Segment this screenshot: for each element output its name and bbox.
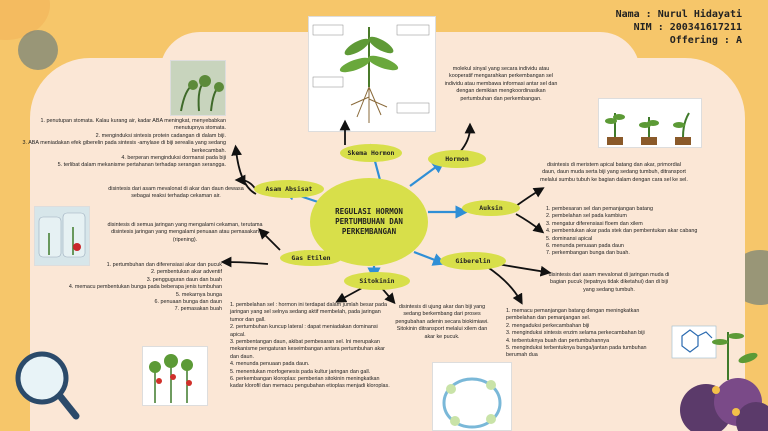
magnifier-icon: [15, 351, 80, 420]
list-item: 7. perkembangan bunga dan buah.: [546, 250, 630, 257]
giberelin-illustration: [668, 312, 768, 382]
giberelin-definition: disintesis dari asam mevalonat di jaring…: [548, 272, 670, 293]
list-item: 3. pengguguran daun dan buah: [146, 276, 222, 283]
list-item: 2. pembentukan akar adventif: [150, 269, 222, 276]
list-item: 1. pembelahan sel : hormon ini terdapat …: [230, 302, 388, 323]
etilen-functions: 1. pertumbuhan dan diferensiasi akar dan…: [30, 262, 222, 314]
etilen-tomato-image: [142, 346, 208, 406]
list-item: 1. penutupan stomata. Kalau kurang air, …: [40, 118, 227, 132]
node-skema-hormon: Skema Hormon: [340, 144, 402, 162]
node-auksin: Auksin: [462, 200, 520, 216]
list-item: 6. perkembangan kloroplas: pemberian sit…: [230, 376, 390, 390]
list-item: 1. pertumbuhan dan diferensiasi akar dan…: [106, 262, 222, 268]
molecule-seedling-icon: [671, 325, 758, 380]
node-asam-absisat: Asam Absisat: [254, 180, 324, 198]
sitokinin-definition: disintesis di ujung akar dan biji yang s…: [395, 304, 489, 340]
list-item: 3. pembentangan daun, akibat pembesaran …: [230, 339, 385, 360]
student-name: Nama : Nurul Hidayati: [615, 9, 742, 20]
list-item: 6. penuaan bunga dan daun: [154, 299, 222, 306]
list-item: 3. ABA meniadakan efek giberelin pada si…: [22, 140, 226, 154]
etilen-jar-photo: [34, 206, 90, 266]
list-item: 2. mengaduksi perkecambahan biji: [506, 322, 590, 329]
list-item: 4. berperan menginduksi dormansi pada bi…: [121, 155, 226, 162]
list-item: 4. menunda penuaan pada daun.: [230, 361, 310, 368]
arrow-to-giberelin: [413, 250, 447, 266]
list-item: 3. menginduksi sintesis enzim selama per…: [506, 330, 645, 337]
sitokinin-functions: 1. pembelahan sel : hormon ini terdapat …: [230, 302, 390, 391]
list-item: 5. menginduksi terbentuknya bunga/jantan…: [506, 345, 647, 359]
central-title: REGULASI HORMON PERTUMBUHAN DAN PERKEMBA…: [335, 207, 403, 236]
decor-blob: [18, 30, 58, 70]
absisat-definition: disintesis dari asam mevalonat di akar d…: [108, 186, 244, 200]
list-item: 5. dominansi apical: [546, 235, 593, 242]
node-label: Asam Absisat: [265, 185, 313, 193]
list-item: 3. mengatur diferensiasi floem dan xilem: [546, 220, 643, 227]
list-item: 1. memacu pemanjangan batang dengan meni…: [506, 308, 640, 322]
bush-decoration: [676, 360, 768, 431]
plant-photo-icon: [171, 61, 225, 115]
node-label: Giberelin: [455, 257, 491, 265]
node-label: Hormon: [445, 155, 469, 163]
auksin-experiment-image: [598, 98, 702, 148]
etilen-definition: disintesis di semua jaringan yang mengal…: [107, 222, 263, 243]
node-giberelin: Giberelin: [440, 252, 506, 270]
tomato-plants-icon: [149, 354, 193, 403]
skema-diagram-image: [308, 16, 436, 132]
list-item: 4. memacu pembentukan bunga pada beberap…: [68, 284, 222, 291]
plant-diagram-icon: [312, 24, 430, 123]
bush-icon: [680, 378, 768, 431]
hormon-definition: molekul sinyal yang secara individu atau…: [444, 66, 558, 102]
node-label: Gas Etilen: [291, 254, 331, 262]
auksin-definition: disintesis di meristem apical batang dan…: [540, 162, 688, 183]
list-item: 5. menentukan morfogenesis pada kultur j…: [230, 368, 371, 375]
giberelin-functions: 1. memacu pemanjangan batang dengan meni…: [506, 308, 668, 360]
student-offering: Offering : A: [669, 35, 742, 46]
student-nim: NIM : 200341617211: [633, 22, 742, 33]
list-item: 1. pembesaran sel dan pemanjangan batang: [546, 206, 653, 212]
list-item: 6. menunda penuaan pada daun: [546, 243, 624, 250]
list-item: 2. pertumbuhan kuncup lateral : dapat me…: [230, 324, 378, 338]
node-label: Sitokinin: [359, 277, 395, 285]
node-label: Auksin: [479, 204, 503, 212]
list-item: 5. terlibat dalam mekanisme pertahanan t…: [57, 162, 226, 169]
student-info: Nama : Nurul Hidayati NIM : 200341617211…: [616, 8, 742, 47]
node-hormon: Hormon: [428, 150, 486, 168]
list-item: 4. terbentuknya buah dan pertumbuhannya: [506, 337, 610, 344]
node-label: Skema Hormon: [347, 149, 395, 157]
jar-photo-icon: [38, 212, 86, 258]
auksin-diagram-icon: [605, 112, 691, 145]
magnifier-decoration: [10, 350, 80, 431]
list-item: 4. pembentukan akar pada stek dan pemben…: [546, 228, 698, 235]
absisat-functions: 1. penutupan stomata. Kalau kurang air, …: [12, 118, 226, 170]
auksin-functions: 1. pembesaran sel dan pemanjangan batang…: [546, 206, 746, 258]
list-item: 2. pembelahan sel pada kambium: [546, 213, 627, 220]
arrow-to-hormon: [409, 160, 446, 187]
list-item: 7. pemasakan buah: [174, 306, 222, 313]
cycle-diagram-icon: [442, 377, 502, 429]
node-sitokinin: Sitokinin: [344, 272, 410, 290]
absisat-plant-photo: [170, 60, 226, 116]
list-item: 5. mekarnya bunga: [175, 291, 222, 298]
list-item: 2. menginduksi sintesis protein cadangan…: [95, 132, 226, 139]
node-gas-etilen: Gas Etilen: [280, 250, 342, 266]
